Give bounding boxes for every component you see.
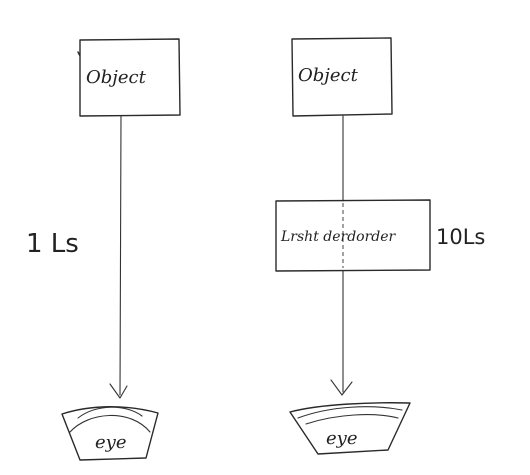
left-arrow-head — [109, 383, 128, 399]
right-eye-lid — [297, 406, 403, 419]
left-distance-label: 1 Ls — [26, 229, 79, 259]
right-arrow-head — [330, 379, 353, 396]
right-filter-box — [275, 199, 431, 272]
left-object-box — [77, 38, 181, 117]
right-object-label: Object — [298, 65, 359, 86]
left-eye-label: eye — [95, 432, 126, 453]
left-eye-lash — [77, 406, 143, 419]
right-path: Object Lrsht derdorder 10Ls eye — [275, 37, 485, 455]
left-beam-line — [119, 115, 122, 396]
left-object-label: Object — [86, 67, 147, 88]
right-object-box — [291, 37, 393, 117]
right-distance-label: 10Ls — [436, 225, 485, 249]
left-eye-lid — [69, 414, 151, 433]
left-eye-cup — [61, 406, 159, 461]
left-path: Object 1 Ls eye — [26, 38, 181, 461]
right-eye-label: eye — [326, 428, 357, 449]
right-eye-lash — [305, 414, 399, 425]
right-filter-label: Lrsht derdorder — [280, 229, 397, 245]
right-eye-cup — [289, 402, 411, 455]
